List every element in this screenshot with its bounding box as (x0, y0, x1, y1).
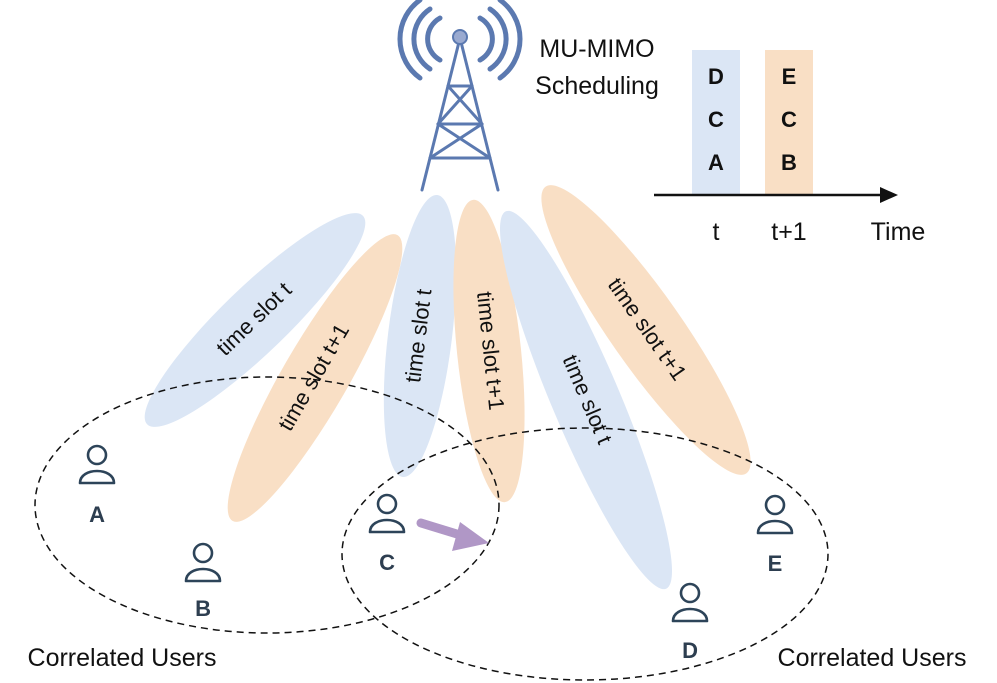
scheduling-timeline: D C A E C B t t+1 Time (654, 50, 925, 246)
slot-t1-user-2: C (781, 107, 797, 132)
tick-label-t: t (713, 218, 720, 246)
user-a-icon (86, 444, 108, 466)
user-a-label: A (89, 502, 105, 527)
user-b-icon (192, 542, 214, 564)
right-group-label: Correlated Users (778, 644, 967, 672)
slot-t1-bar (765, 50, 813, 195)
user-b-label: B (195, 596, 211, 621)
slot-t1-user-1: E (782, 64, 797, 89)
title-line-1: MU-MIMO (539, 35, 654, 63)
user-d-label: D (682, 638, 698, 663)
tick-label-t1: t+1 (771, 218, 806, 246)
slot-t-user-2: C (708, 107, 724, 132)
user-c: C (368, 493, 406, 575)
time-axis-label: Time (871, 218, 926, 246)
user-d: D (671, 582, 709, 663)
user-b: B (184, 542, 222, 621)
slot-t-user-3: A (708, 150, 724, 175)
beam-5: time slot t (500, 210, 672, 590)
slot-t1-user-3: B (781, 150, 797, 175)
user-c-icon (376, 493, 398, 515)
right-group-ellipse (341, 427, 829, 681)
movement-arrow-icon (416, 518, 489, 551)
user-e: E (756, 494, 794, 576)
user-a: A (78, 444, 116, 527)
user-e-icon (764, 494, 786, 516)
user-c-label: C (379, 550, 395, 575)
beam-3: time slot t (383, 195, 457, 477)
user-e-label: E (768, 551, 783, 576)
left-group-label: Correlated Users (28, 644, 217, 672)
user-d-icon (679, 582, 701, 604)
slot-t-user-1: D (708, 64, 724, 89)
base-station-tower-icon (397, 0, 523, 192)
title-line-2: Scheduling (535, 72, 659, 100)
slot-t-bar (692, 50, 740, 195)
left-group-ellipse (34, 376, 500, 634)
beam-4: time slot t+1 (453, 199, 525, 503)
time-axis-arrowhead-icon (880, 187, 898, 203)
